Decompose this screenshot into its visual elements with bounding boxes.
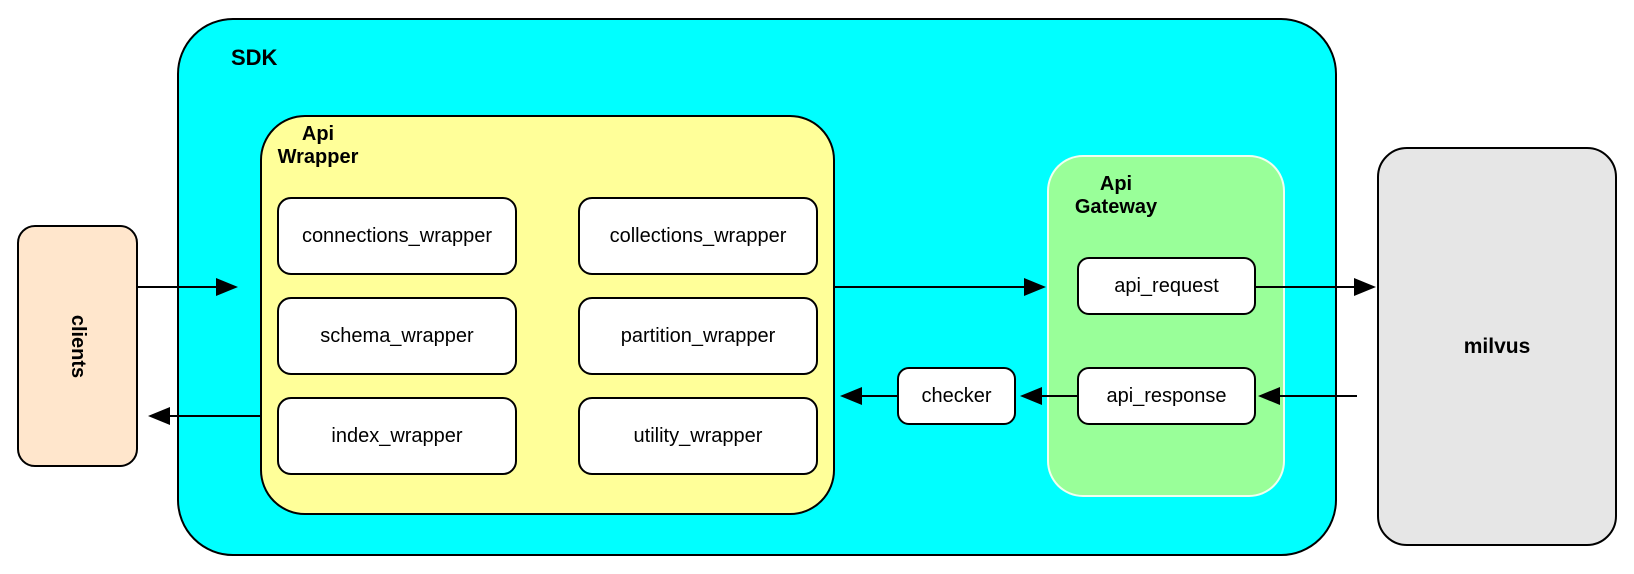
clients-label: clients [66,314,89,378]
arrow-clients-to-sdk-line [138,286,218,288]
sdk-label: SDK [231,45,278,70]
node-connections-wrapper: connections_wrapper [277,197,517,275]
api-gateway-label: Api Gateway [1074,173,1158,218]
milvus-node: milvus [1377,147,1617,546]
arrow-api-response-to-checker-line [1042,395,1077,397]
milvus-label: milvus [1463,334,1531,358]
arrow-api-request-to-milvus-head [1354,278,1376,296]
arrow-checker-to-api-wrapper-line [862,395,897,397]
node-collections-wrapper: collections_wrapper [578,197,818,275]
arrow-api-response-to-checker-head [1020,387,1042,405]
arrow-checker-to-api-wrapper-head [840,387,862,405]
arrow-api-wrapper-to-clients-head [148,407,170,425]
api-wrapper-label: Api Wrapper [277,123,359,168]
arrow-api-wrapper-to-api-gateway-head [1024,278,1046,296]
api-gateway-container: Api Gateway [1047,155,1285,497]
arrow-api-wrapper-to-api-gateway-line [835,286,1026,288]
clients-node: clients [17,225,138,467]
node-api-response: api_response [1077,367,1256,425]
arrow-milvus-to-api-response-head [1258,387,1280,405]
node-utility-wrapper: utility_wrapper [578,397,818,475]
node-api-request: api_request [1077,257,1256,315]
arrow-api-request-to-milvus-line [1256,286,1356,288]
node-schema-wrapper: schema_wrapper [277,297,517,375]
node-checker: checker [897,367,1016,425]
arrow-api-wrapper-to-clients-line [170,415,260,417]
arrow-milvus-to-api-response-line [1280,395,1357,397]
node-index-wrapper: index_wrapper [277,397,517,475]
node-partition-wrapper: partition_wrapper [578,297,818,375]
arrow-clients-to-sdk-head [216,278,238,296]
